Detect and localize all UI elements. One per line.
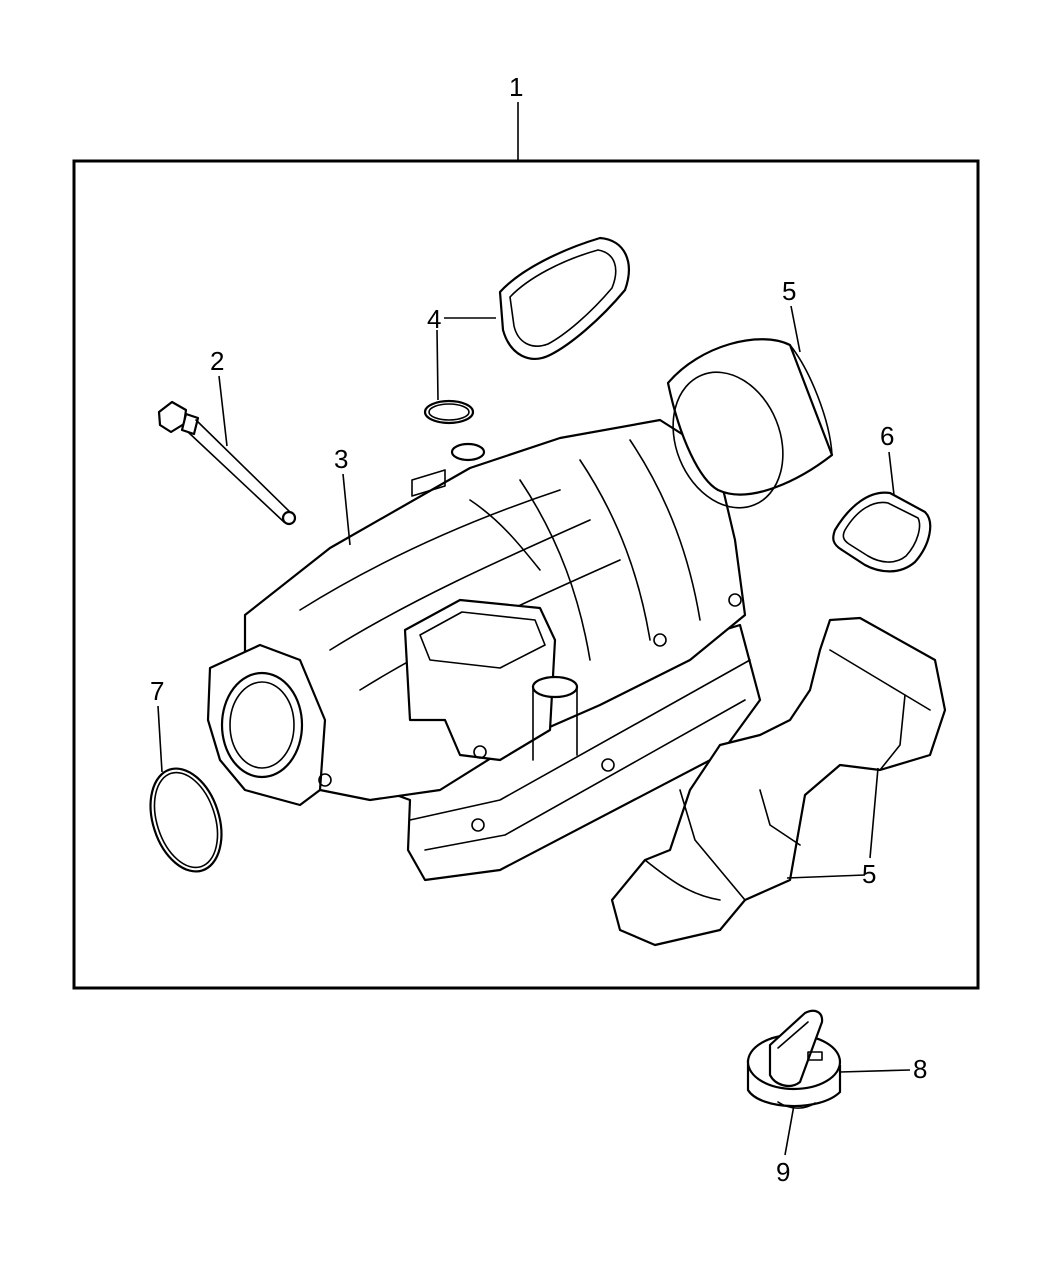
- callout-8[interactable]: 8: [913, 1054, 927, 1084]
- o-ring-large-part: [149, 767, 223, 873]
- leader-5b-a: [786, 874, 866, 879]
- bolt-part: [157, 400, 297, 526]
- callout-4[interactable]: 4: [427, 304, 441, 334]
- callout-2[interactable]: 2: [210, 346, 224, 376]
- callout-7[interactable]: 7: [150, 676, 164, 706]
- leader-5a: [790, 305, 801, 353]
- callout-9[interactable]: 9: [776, 1157, 790, 1187]
- callout-5b[interactable]: 5: [862, 859, 876, 889]
- leader-9: [784, 1104, 795, 1156]
- filler-cap-part: [746, 1009, 842, 1109]
- intake-manifold-part: [206, 418, 762, 882]
- callout-6[interactable]: 6: [880, 421, 894, 451]
- sleeve-part: [666, 338, 834, 509]
- assembly-frame: [72, 159, 980, 990]
- leader-6: [888, 451, 895, 496]
- gasket-part: [498, 236, 630, 360]
- callout-3[interactable]: 3: [334, 444, 348, 474]
- leader-2: [218, 375, 228, 447]
- o-ring-small-part: [423, 399, 475, 425]
- leader-3: [342, 473, 351, 546]
- duct-insulator-part: [610, 616, 947, 947]
- callout-5a[interactable]: 5: [782, 276, 796, 306]
- leader-8: [839, 1069, 911, 1073]
- leader-4b: [436, 329, 439, 401]
- leader-5b-b: [869, 767, 879, 859]
- leader-7: [157, 705, 163, 773]
- square-gasket-part: [832, 491, 932, 573]
- callout-1[interactable]: 1: [509, 72, 523, 102]
